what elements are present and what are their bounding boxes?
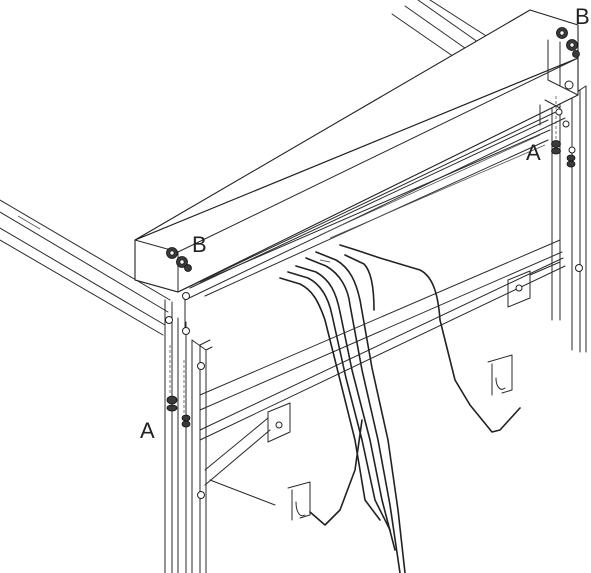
left-post-hole-2 (182, 327, 190, 335)
clip-right (487, 354, 513, 396)
left-post-hole-1 (165, 316, 173, 324)
gusset-hole-right (515, 284, 523, 292)
fastener-b-right (556, 27, 580, 58)
right-bracket-hole-1 (555, 108, 563, 116)
right-post (551, 85, 587, 353)
label-a-left: A (140, 418, 155, 443)
beam-end-hole-right (564, 80, 574, 90)
left-side-rails (0, 199, 171, 336)
fastener-a-right (551, 96, 576, 168)
fastener-a-left (166, 345, 191, 428)
right-post-hole (575, 264, 583, 272)
left-post-hole-3 (197, 362, 205, 370)
lower-cross-frame (199, 239, 566, 506)
fastener-b-left (166, 247, 192, 272)
label-b-top-right: B (575, 4, 590, 29)
right-bracket (539, 99, 576, 154)
left-post-hole-4 (197, 491, 205, 499)
gusset-hole-left (275, 421, 283, 429)
left-post (164, 299, 213, 573)
label-b-left: B (192, 232, 207, 257)
top-beam (134, 9, 579, 331)
right-bracket-hole-3 (568, 146, 576, 154)
clip-left (287, 481, 311, 521)
label-a-right: A (526, 140, 541, 165)
beam-end-hole-left (182, 292, 190, 300)
wire-bundle (279, 244, 521, 573)
right-bracket-hole-2 (562, 120, 570, 128)
